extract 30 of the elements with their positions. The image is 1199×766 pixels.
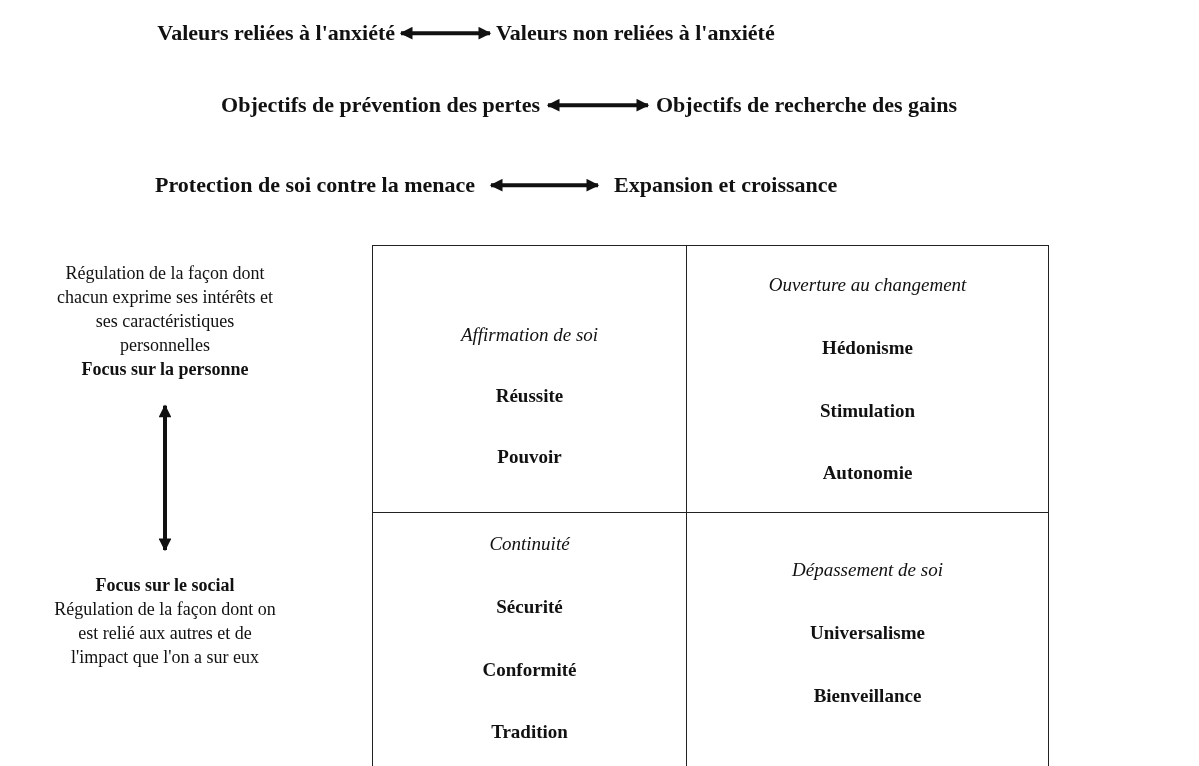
double-arrow [546, 98, 650, 112]
value-label: Valeurs non reliées à l'anxiété [496, 20, 775, 47]
quadrant-heading: Dépassement de soi [792, 559, 943, 582]
double-arrow [489, 178, 600, 192]
value-item: Pouvoir [497, 445, 562, 469]
value-item: Sécurité [496, 595, 563, 619]
value-item: Réussite [495, 384, 564, 408]
value-item: Autonomie [822, 462, 913, 486]
value-label: Protection de soi contre la menace [155, 172, 475, 199]
focus-label: Focus sur la personne [81, 357, 249, 381]
quadrant-cell [372, 245, 687, 513]
value-label: Expansion et croissance [614, 172, 838, 199]
description-text: Régulation de la façon dont chacun exprime ses intérêts et ses caractéristiques personnelles [56, 262, 274, 357]
value-item: Conformité [482, 658, 577, 682]
quadrant-cell [686, 245, 1049, 513]
value-item: Bienveillance [813, 684, 922, 708]
value-label: Valeurs reliées à l'anxiété [157, 20, 395, 47]
value-item: Universalisme [809, 621, 925, 645]
quadrant-heading: Affirmation de soi [460, 324, 599, 347]
value-item: Hédonisme [822, 336, 913, 360]
double-arrow [399, 26, 492, 40]
value-label: Objectifs de recherche des gains [656, 92, 958, 119]
quadrant-heading: Continuité [489, 533, 570, 556]
value-item: Stimulation [820, 399, 915, 423]
value-item: Tradition [491, 721, 568, 745]
description-text: Régulation de la façon dont on est relié aux autres et de l'impact que l'on a sur eux [53, 597, 277, 669]
value-label: Objectifs de prévention des pertes [221, 92, 540, 119]
focus-label: Focus sur le social [95, 574, 235, 597]
quadrant-heading: Ouverture au changement [768, 274, 967, 297]
double-arrow [158, 404, 172, 552]
